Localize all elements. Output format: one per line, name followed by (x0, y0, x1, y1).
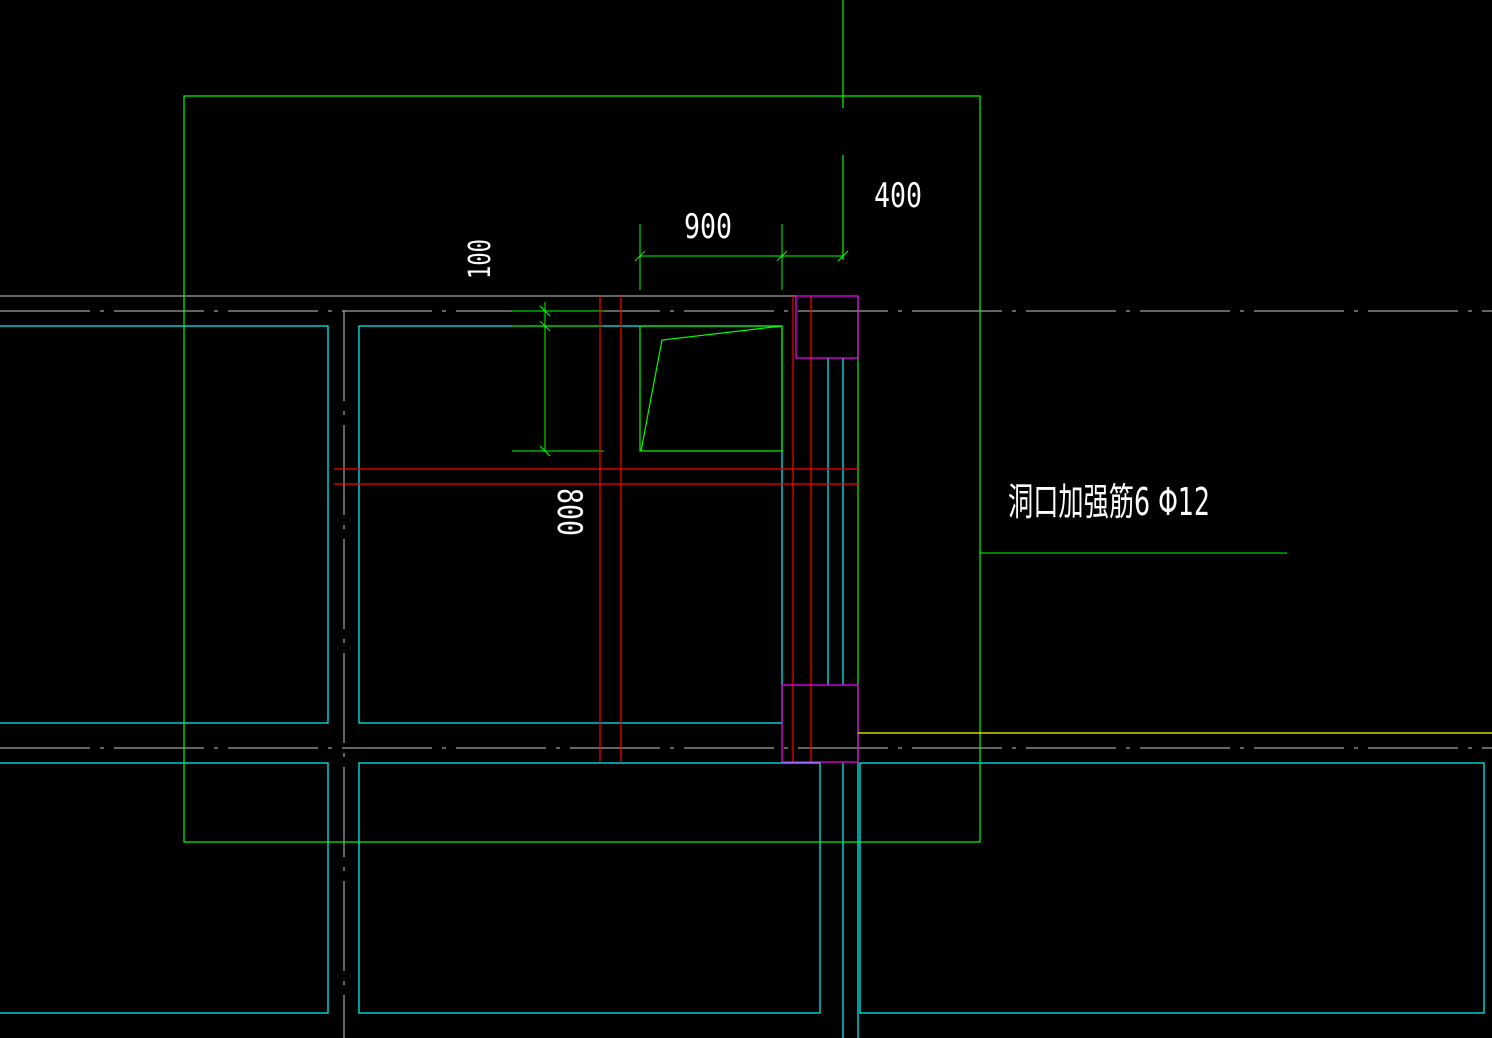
wall-outlines (0, 325, 1485, 1038)
dimension-tick-middle (776, 250, 788, 262)
dimension-tick-top (539, 305, 551, 317)
dimension-lines (512, 224, 1287, 554)
dimension-label-wall-offset: 100 (463, 239, 498, 279)
dimension-tick-bottom (539, 445, 551, 457)
dimension-tick-left (634, 250, 646, 262)
wall-panel-top-left (0, 325, 329, 724)
opening-rectangle (639, 325, 783, 452)
column-bottom (781, 684, 859, 763)
opening (639, 325, 783, 452)
dimension-tick-right (837, 250, 849, 262)
wall-panel-bottom-right (859, 762, 1485, 1014)
dimension-label-opening-height: 800 (549, 488, 589, 536)
slab-outline-rectangle (183, 95, 981, 843)
wall-panel-bottom-left (0, 762, 329, 1014)
wall-panel-bottom-center (358, 762, 821, 1014)
reinforcement-note: 洞口加强筋6 Φ12 (1008, 480, 1210, 524)
axis-lines (0, 295, 1492, 1038)
columns (781, 295, 859, 763)
reinforcement-bars (334, 296, 860, 762)
dimension-label-top-right: 400 (874, 176, 922, 216)
dimension-tick-wall (539, 320, 551, 332)
opening-break-line (640, 325, 783, 452)
column-top (795, 295, 859, 359)
dimension-label-opening-width: 900 (684, 207, 732, 247)
